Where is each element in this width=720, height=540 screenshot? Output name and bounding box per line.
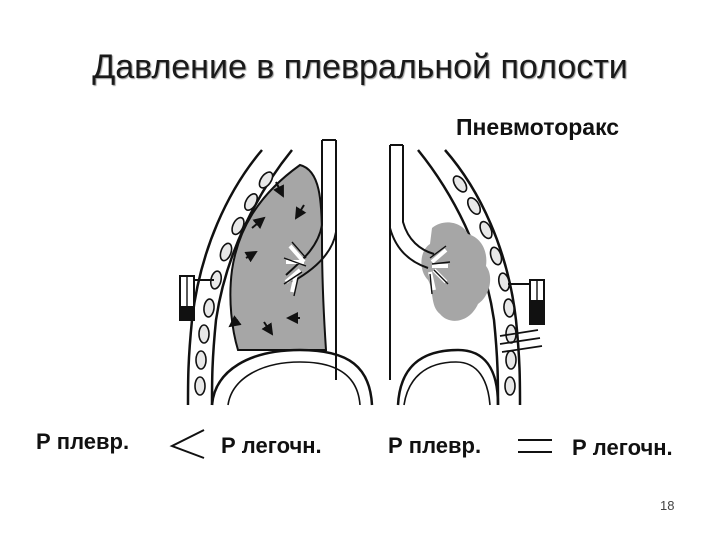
normal-chest-figure xyxy=(179,139,374,406)
normal-lung xyxy=(229,163,328,351)
right-p-lung-label: Р легочн. xyxy=(572,435,673,460)
left-p-lung-label: Р легочн. xyxy=(221,433,322,458)
pneumothorax-label: Пневмоторакс xyxy=(456,114,620,140)
less-than-sign-mark xyxy=(169,429,205,459)
manometer-left xyxy=(179,275,214,321)
slide-page-number: 18 xyxy=(660,498,675,513)
right-p-pleural-label: Р плевр. xyxy=(388,433,482,458)
rib-sections-left xyxy=(194,171,274,396)
manometer-right xyxy=(508,279,545,325)
pneumothorax-chest-figure xyxy=(389,144,545,406)
pressure-arrows xyxy=(228,181,307,336)
collapsed-lung xyxy=(421,222,491,321)
slide-title: Давление в плевральной полости xyxy=(92,48,628,86)
equals-sign-mark xyxy=(518,439,552,453)
left-p-pleural-label: Р плевр. xyxy=(36,429,130,454)
bronchi-right xyxy=(428,248,448,291)
chest-wound-lines xyxy=(499,329,543,353)
